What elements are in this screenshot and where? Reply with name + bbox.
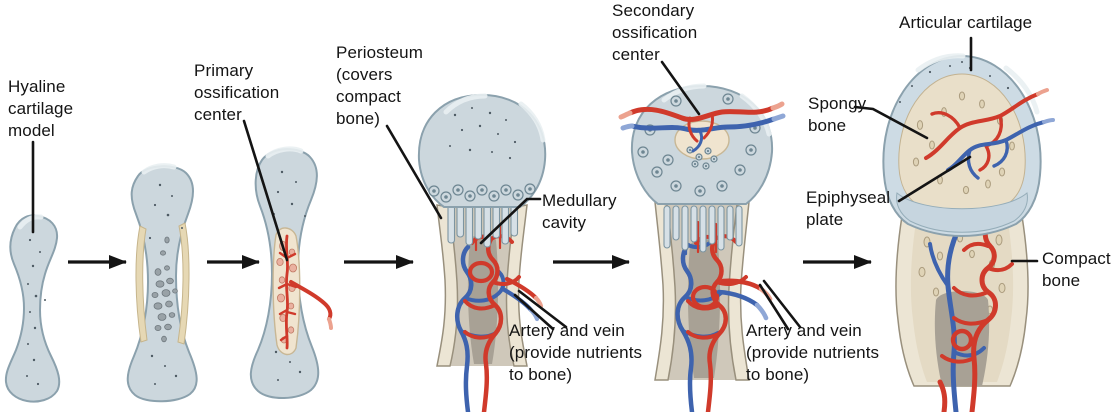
leader-artery-vein-5a xyxy=(762,279,802,329)
calcified-cell-cluster xyxy=(151,236,178,343)
label-artery-and-vein-stage4: Artery and vein (provide nutrients to bo… xyxy=(509,321,643,384)
bone-collar-left xyxy=(135,225,148,343)
leader-primary-ossification xyxy=(242,119,289,262)
epiphyseal-plate-band xyxy=(896,192,1028,233)
label-spongy-bone: Spongy bone xyxy=(808,94,867,135)
label-hyaline-cartilage-model: Hyaline cartilage model xyxy=(8,77,74,140)
medullary-cavity-loop xyxy=(467,260,495,284)
leader-artery-vein-4a xyxy=(517,289,568,329)
label-artery-and-vein-stage5: Artery and vein (provide nutrients to bo… xyxy=(746,321,880,384)
label-primary-ossification-center: Primary ossification center xyxy=(194,61,280,124)
shaft-vessels xyxy=(675,220,773,412)
vessel-loop xyxy=(950,328,974,352)
label-articular-cartilage: Articular cartilage xyxy=(899,13,1033,32)
leader-artery-vein-4b xyxy=(513,293,555,331)
leader-lines xyxy=(31,36,1039,331)
epiphysis xyxy=(882,53,1055,237)
epiphysis-vessels xyxy=(924,88,1055,180)
bone-collar-right xyxy=(177,222,190,345)
epiphysis-head xyxy=(417,93,547,208)
secondary-center-vessels xyxy=(618,101,786,153)
epiphysis-head xyxy=(618,83,786,205)
stage-4-medullary-cavity xyxy=(417,93,547,412)
hypertrophic-columns xyxy=(447,202,519,248)
leader-secondary-ossification xyxy=(660,60,701,116)
label-compact-bone: Compact bone xyxy=(1042,249,1111,290)
stage-5-secondary-ossification xyxy=(618,83,786,412)
stage-2-calcifying-cartilage xyxy=(126,163,198,403)
label-medullary-cavity: Medullary cavity xyxy=(542,191,617,232)
leader-artery-vein-5b xyxy=(758,283,790,331)
label-secondary-ossification-center: Secondary ossification center xyxy=(612,1,698,64)
leader-spongy-bone xyxy=(853,105,929,140)
leader-epiphyseal-plate xyxy=(897,155,972,203)
stage-6-mature-bone xyxy=(882,53,1055,412)
hypertrophic-columns xyxy=(663,205,743,253)
leader-periosteum xyxy=(385,124,443,220)
label-epiphyseal-plate: Epiphyseal plate xyxy=(806,188,891,229)
shaft-vessels xyxy=(928,221,1014,412)
leader-medullary-cavity xyxy=(479,197,542,245)
label-periosteum: Periosteum (covers compact bone) xyxy=(336,43,423,128)
stage-1-hyaline-cartilage-model xyxy=(4,214,61,403)
